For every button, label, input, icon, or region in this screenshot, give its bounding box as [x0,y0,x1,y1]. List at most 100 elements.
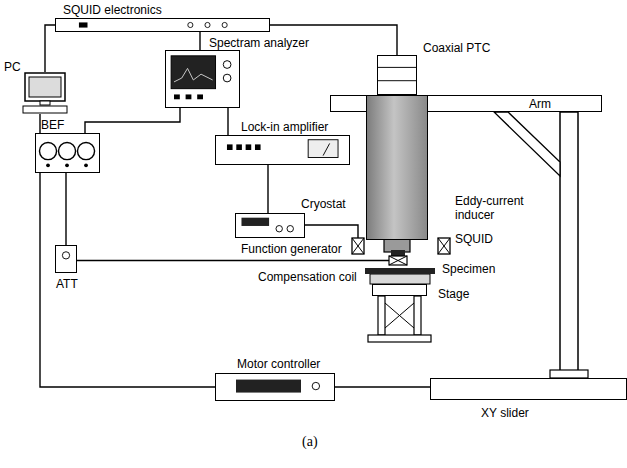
device-detail [188,22,193,27]
part-label: Stage [438,287,469,301]
part-label: SQUID [455,232,493,246]
device-detail [40,101,50,105]
part-label: Coaxial PTC [423,41,490,55]
stage-cross [385,303,414,328]
device-detail [352,238,364,254]
device-detail [58,143,75,160]
device-detail [312,382,319,389]
part-label: Spectram analyzer [209,36,309,50]
device-detail [287,226,293,232]
device-detail [171,56,215,89]
figure-caption: (a) [302,434,318,450]
support-brace [494,112,560,176]
part-label: Lock-in amplifier [241,120,328,134]
device-detail [29,77,61,97]
device-detail [174,94,180,99]
part-label: Cryostat [301,197,346,211]
device-detail [241,218,269,226]
device-detail [236,214,304,237]
part-label: SQUID electronics [63,3,162,17]
device-detail [79,22,88,27]
signal-wire [40,114,215,387]
device-detail [308,140,338,158]
device-detail [36,134,99,172]
device-detail [65,163,69,167]
signal-wire [77,260,389,261]
specimen-holder [370,274,430,284]
device-detail [236,380,301,393]
support-post [560,112,578,378]
device-detail [236,144,242,150]
device-detail [378,56,416,94]
part-label: XY slider [481,406,529,420]
part-label: Eddy-current inducer [455,194,537,222]
device-detail [323,143,330,155]
part-label: Arm [529,97,551,111]
device-detail [255,144,261,150]
device-detail [227,144,233,150]
device-detail [77,143,94,160]
stage-leg [378,296,385,335]
signal-wire [45,25,55,72]
device-detail [216,374,334,400]
device-detail [223,61,231,69]
computer-icon: PC [22,72,68,114]
device-detail [25,73,65,101]
device-detail [197,94,203,99]
device-detail [46,163,50,167]
device-detail [389,256,407,265]
device-detail [84,163,88,167]
device-detail [23,106,67,113]
part-label: PC [4,60,21,74]
signal-wire [65,173,66,245]
amplifier-box: Lock-in amplifier [215,135,350,165]
device-detail [246,144,252,150]
device-detail [22,72,68,114]
slider-block: XY slider [430,378,627,400]
compensation-coil: Compensation coil [389,256,407,265]
device-detail [389,256,407,265]
device-detail [56,246,76,272]
device-detail [438,238,450,254]
post-foot [550,370,588,378]
device-detail [438,238,450,254]
specimen-plate: Specimen [365,268,435,274]
squid-sensor: SQUID [391,250,405,256]
part-label: BEF [41,118,64,132]
device-detail [205,22,210,27]
analyzer-box: Spectram analyzer [165,50,240,108]
device-detail [174,68,213,82]
part-label: Function generator [241,242,342,256]
device-detail [378,67,416,68]
device-detail [389,256,407,265]
signal-wire [267,165,268,213]
stage-cross [385,303,414,328]
device-detail [166,51,239,107]
part-label: Compensation coil [258,270,357,284]
stage-leg [414,296,421,335]
signal-wire [305,225,358,238]
signal-wire [335,386,430,387]
device-detail [223,74,231,82]
electronics-box: SQUID electronics [55,18,270,32]
controller-box: Motor controller [215,373,335,401]
part-label: Motor controller [237,357,320,371]
device-detail [352,238,364,254]
device-detail [389,256,407,265]
device-detail [186,94,192,99]
signal-wire [85,108,180,133]
signal-wire [199,32,200,50]
stage-base [368,335,431,342]
part-label: Specimen [442,262,495,276]
stage-platform: Stage [372,284,427,296]
attenuator-box: ATT [55,245,77,273]
device-detail [378,80,416,81]
device-detail [216,136,349,164]
part-label: ATT [56,277,78,291]
device-detail [56,19,269,31]
signal-wire [227,108,228,135]
device-detail [62,252,69,259]
filter-box: BEF [35,133,100,173]
device-detail [438,238,450,254]
